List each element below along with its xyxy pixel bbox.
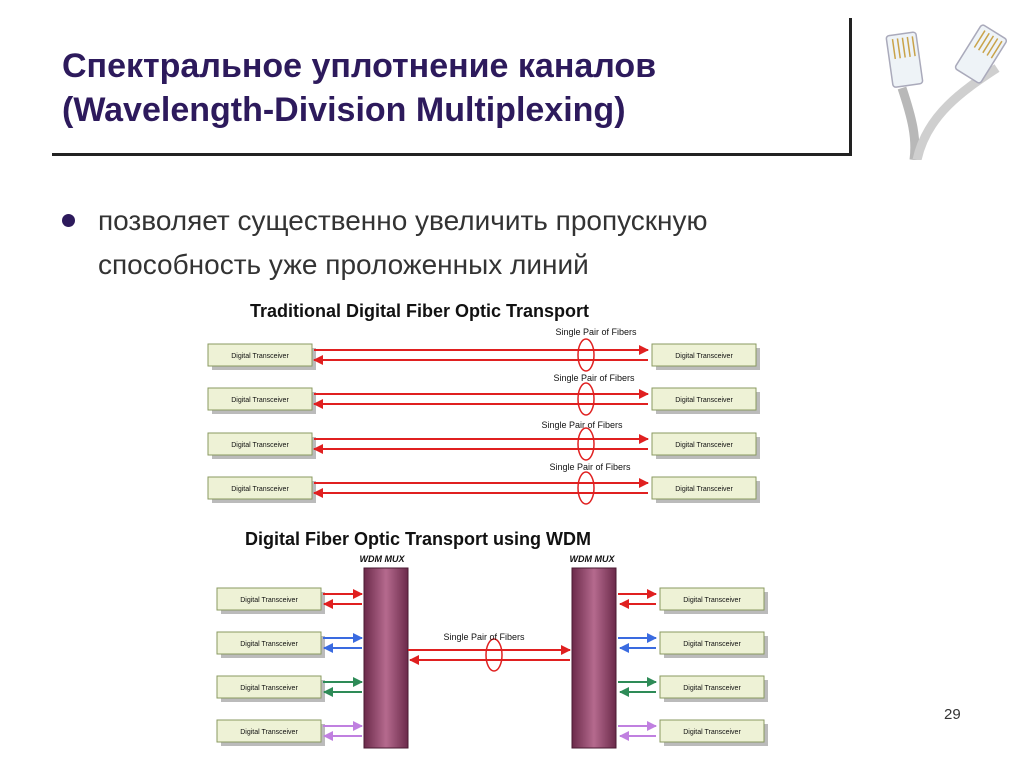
fiber-pair-label: Single Pair of Fibers bbox=[555, 327, 637, 337]
title-divider bbox=[849, 18, 852, 156]
wdm-heading: Digital Fiber Optic Transport using WDM bbox=[245, 529, 591, 549]
fiber-pair-label: Single Pair of Fibers bbox=[553, 373, 635, 383]
wdm-mux-left-label: WDM MUX bbox=[360, 554, 406, 564]
transceiver-label: Digital Transceiver bbox=[231, 486, 289, 493]
title-line-2: (Wavelength-Division Multiplexing) bbox=[62, 88, 656, 132]
traditional-row: Digital Transceiver Digital Transceiver … bbox=[208, 373, 760, 415]
page-number: 29 bbox=[944, 706, 961, 723]
wdm-channel: Digital Transceiver Digital Transceiver bbox=[217, 676, 768, 702]
title-line-1: Спектральное уплотнение каналов bbox=[62, 44, 656, 88]
network-cable-icon bbox=[872, 18, 1022, 160]
bullet-dot bbox=[62, 214, 75, 227]
wdm-mux-right-label: WDM MUX bbox=[570, 554, 616, 564]
transceiver-label: Digital Transceiver bbox=[231, 397, 289, 404]
fiber-pair-label: Single Pair of Fibers bbox=[541, 420, 623, 430]
bullet-text: позволяет существенно увеличить пропускн… bbox=[98, 199, 858, 287]
transceiver-label: Digital Transceiver bbox=[683, 641, 741, 648]
transceiver-label: Digital Transceiver bbox=[683, 597, 741, 604]
transceiver-label: Digital Transceiver bbox=[240, 641, 298, 648]
transceiver-label: Digital Transceiver bbox=[231, 353, 289, 360]
traditional-row: Digital Transceiver Digital Transceiver … bbox=[208, 420, 760, 460]
transceiver-label: Digital Transceiver bbox=[240, 597, 298, 604]
transceiver-label: Digital Transceiver bbox=[683, 685, 741, 692]
slide-title: Спектральное уплотнение каналов (Wavelen… bbox=[62, 44, 656, 132]
wdm-mux-left bbox=[364, 568, 408, 748]
wdm-channel: Digital Transceiver Digital Transceiver bbox=[217, 720, 768, 746]
wdm-channel: Digital Transceiver Digital Transceiver bbox=[217, 588, 768, 614]
wdm-mux-right bbox=[572, 568, 616, 748]
title-underline bbox=[52, 153, 852, 156]
wdm-diagram: Traditional Digital Fiber Optic Transpor… bbox=[190, 290, 790, 750]
transceiver-label: Digital Transceiver bbox=[240, 729, 298, 736]
traditional-row: Digital Transceiver Digital Transceiver … bbox=[208, 462, 760, 504]
fiber-pair-label: Single Pair of Fibers bbox=[549, 462, 631, 472]
traditional-heading: Traditional Digital Fiber Optic Transpor… bbox=[250, 301, 589, 321]
transceiver-label: Digital Transceiver bbox=[675, 442, 733, 449]
traditional-row: Digital Transceiver Digital Transceiver … bbox=[208, 327, 760, 371]
transceiver-label: Digital Transceiver bbox=[240, 685, 298, 692]
transceiver-label: Digital Transceiver bbox=[675, 397, 733, 404]
wdm-fiber-pair-label: Single Pair of Fibers bbox=[443, 632, 525, 642]
transceiver-label: Digital Transceiver bbox=[683, 729, 741, 736]
transceiver-label: Digital Transceiver bbox=[675, 353, 733, 360]
transceiver-label: Digital Transceiver bbox=[675, 486, 733, 493]
transceiver-label: Digital Transceiver bbox=[231, 442, 289, 449]
